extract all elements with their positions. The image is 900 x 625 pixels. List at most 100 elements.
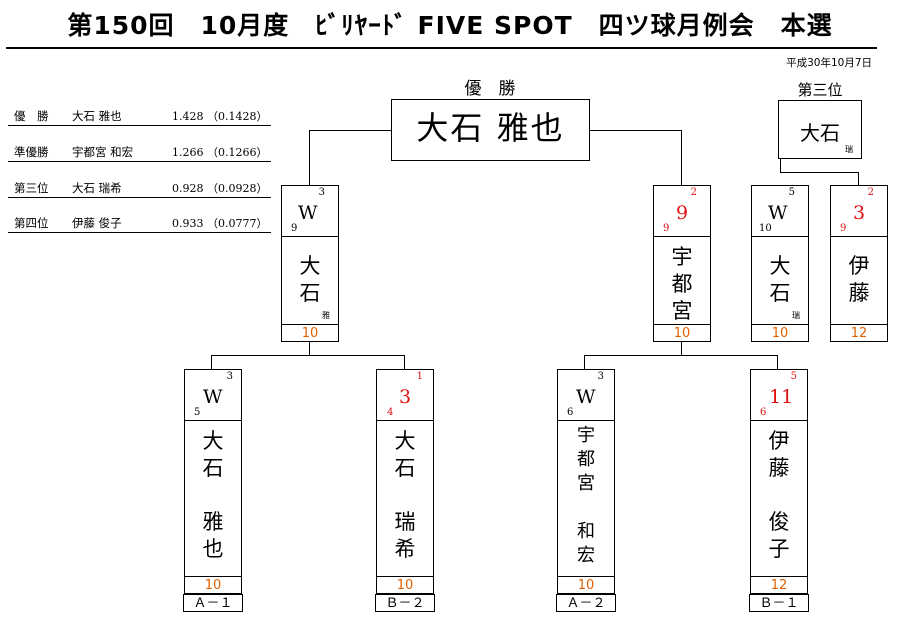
first-round-card-b1: 11 5 6 伊 藤 俊 子 12 (750, 369, 808, 594)
bracket-line (681, 342, 682, 355)
bracket-line (309, 130, 310, 185)
ranking-name: 大石 瑞希 (72, 181, 122, 195)
name-char (558, 496, 614, 520)
card-divider (558, 420, 614, 421)
bracket-line (309, 342, 310, 355)
match-score: 11 (769, 386, 794, 408)
score-subscript: 9 (291, 223, 298, 234)
semifinal-card-left: W 3 9 大 石 雅 10 (281, 185, 339, 342)
handicap-value: 10 (281, 324, 339, 342)
name-char: 石 (202, 456, 224, 480)
bracket-line (404, 355, 405, 369)
name-char: 也 (202, 537, 224, 561)
name-char: 宏 (577, 545, 595, 566)
score-subscript: 9 (663, 223, 670, 234)
name-char: 和 (577, 521, 595, 542)
score-subscript: 9 (840, 223, 847, 234)
name-char: 宮 (671, 299, 693, 323)
player-name: 伊 藤 (831, 253, 887, 307)
ranking-row-4: 第四位 伊藤 俊子 0.933 （0.0777） (8, 212, 271, 233)
score-superscript: 2 (690, 187, 697, 198)
first-round-card-a2: W 3 6 宇 都 宮 和 宏 10 (557, 369, 615, 594)
name-char: 瑞 (394, 510, 416, 534)
ranking-score: 1.428 （0.1428） (172, 110, 268, 123)
name-char: 子 (768, 537, 790, 561)
bracket-line (584, 355, 585, 369)
match-score: 9 (676, 202, 689, 224)
ranking-place: 第四位 (14, 216, 49, 230)
player-name: 大 石 (282, 253, 338, 307)
ranking-row-1: 優 勝 大石 雅也 1.428 （0.1428） (8, 105, 271, 126)
name-char: 宮 (577, 473, 595, 494)
score-subscript: 5 (194, 407, 201, 418)
bracket-line (777, 355, 778, 369)
bracket-line (858, 172, 859, 185)
ranking-place: 準優勝 (14, 145, 49, 159)
score-subscript: 6 (760, 407, 767, 418)
name-char: 都 (671, 272, 693, 296)
match-score: W (298, 202, 318, 224)
player-name: 宇 都 宮 (654, 244, 710, 325)
name-char: 都 (577, 449, 595, 470)
seed-slot: Ｂ－２ (375, 594, 435, 612)
seed-slot: Ａ－２ (556, 594, 616, 612)
score-superscript: 3 (597, 371, 604, 382)
winner-name-box: 大石 雅也 (391, 99, 590, 161)
handicap-value: 12 (830, 324, 888, 342)
handicap-value: 10 (184, 576, 242, 594)
name-char (377, 482, 433, 509)
player-name: 宇 都 宮 和 宏 (558, 424, 614, 568)
ranking-row-3: 第三位 大石 瑞希 0.928 （0.0928） (8, 177, 271, 198)
name-char: 俊 (768, 510, 790, 534)
player-name: 大 石 雅 也 (185, 428, 241, 563)
card-divider (185, 420, 241, 421)
handicap-value: 10 (751, 324, 809, 342)
score-superscript: 2 (867, 187, 874, 198)
bracket-line (780, 172, 858, 173)
name-char: 伊 (768, 429, 790, 453)
name-char: 石 (299, 281, 321, 305)
bracket-line (681, 130, 682, 185)
name-char: 石 (769, 281, 791, 305)
handicap-value: 10 (653, 324, 711, 342)
handicap-value: 10 (557, 576, 615, 594)
match-score: W (203, 386, 223, 408)
bracket-line (780, 159, 781, 172)
score-superscript: 1 (416, 371, 423, 382)
winner-name: 大石 雅也 (416, 109, 565, 147)
name-char: 大 (769, 254, 791, 278)
title-underline (6, 47, 877, 49)
score-superscript: 3 (318, 187, 325, 198)
name-char: 希 (394, 537, 416, 561)
ranking-row-2: 準優勝 宇都宮 和宏 1.266 （0.1266） (8, 141, 271, 162)
name-char: 宇 (671, 245, 693, 269)
card-divider (654, 236, 710, 237)
ranking-name: 宇都宮 和宏 (72, 145, 134, 159)
score-subscript: 6 (567, 407, 574, 418)
third-match-card-right: 3 2 9 伊 藤 12 (830, 185, 888, 342)
card-divider (751, 420, 807, 421)
ranking-score: 1.266 （0.1266） (172, 146, 268, 159)
ranking-score: 0.933 （0.0777） (172, 217, 268, 230)
page-title: 第150回 10月度 ﾋﾞﾘﾔｰﾄﾞ FIVE SPOT 四ツ球月例会 本選 (67, 11, 833, 40)
match-score: 3 (399, 386, 412, 408)
bracket-line (211, 355, 212, 369)
match-score: W (576, 386, 596, 408)
name-suffix: 瑞 (792, 311, 800, 320)
semifinal-card-right: 9 2 9 宇 都 宮 10 (653, 185, 711, 342)
third-place-box: 大石 瑞 (778, 100, 862, 159)
ranking-place: 第三位 (14, 181, 49, 195)
match-score: 3 (853, 202, 866, 224)
score-subscript: 4 (387, 407, 394, 418)
name-suffix: 雅 (322, 311, 330, 320)
score-superscript: 5 (788, 187, 795, 198)
card-divider (377, 420, 433, 421)
seed-slot: Ｂ－１ (749, 594, 809, 612)
ranking-name: 伊藤 俊子 (72, 216, 122, 230)
first-round-card-a1: W 3 5 大 石 雅 也 10 (184, 369, 242, 594)
name-char: 雅 (202, 510, 224, 534)
bracket-line (309, 130, 391, 131)
name-char: 石 (394, 456, 416, 480)
ranking-score: 0.928 （0.0928） (172, 182, 268, 195)
bracket-line (211, 355, 405, 356)
